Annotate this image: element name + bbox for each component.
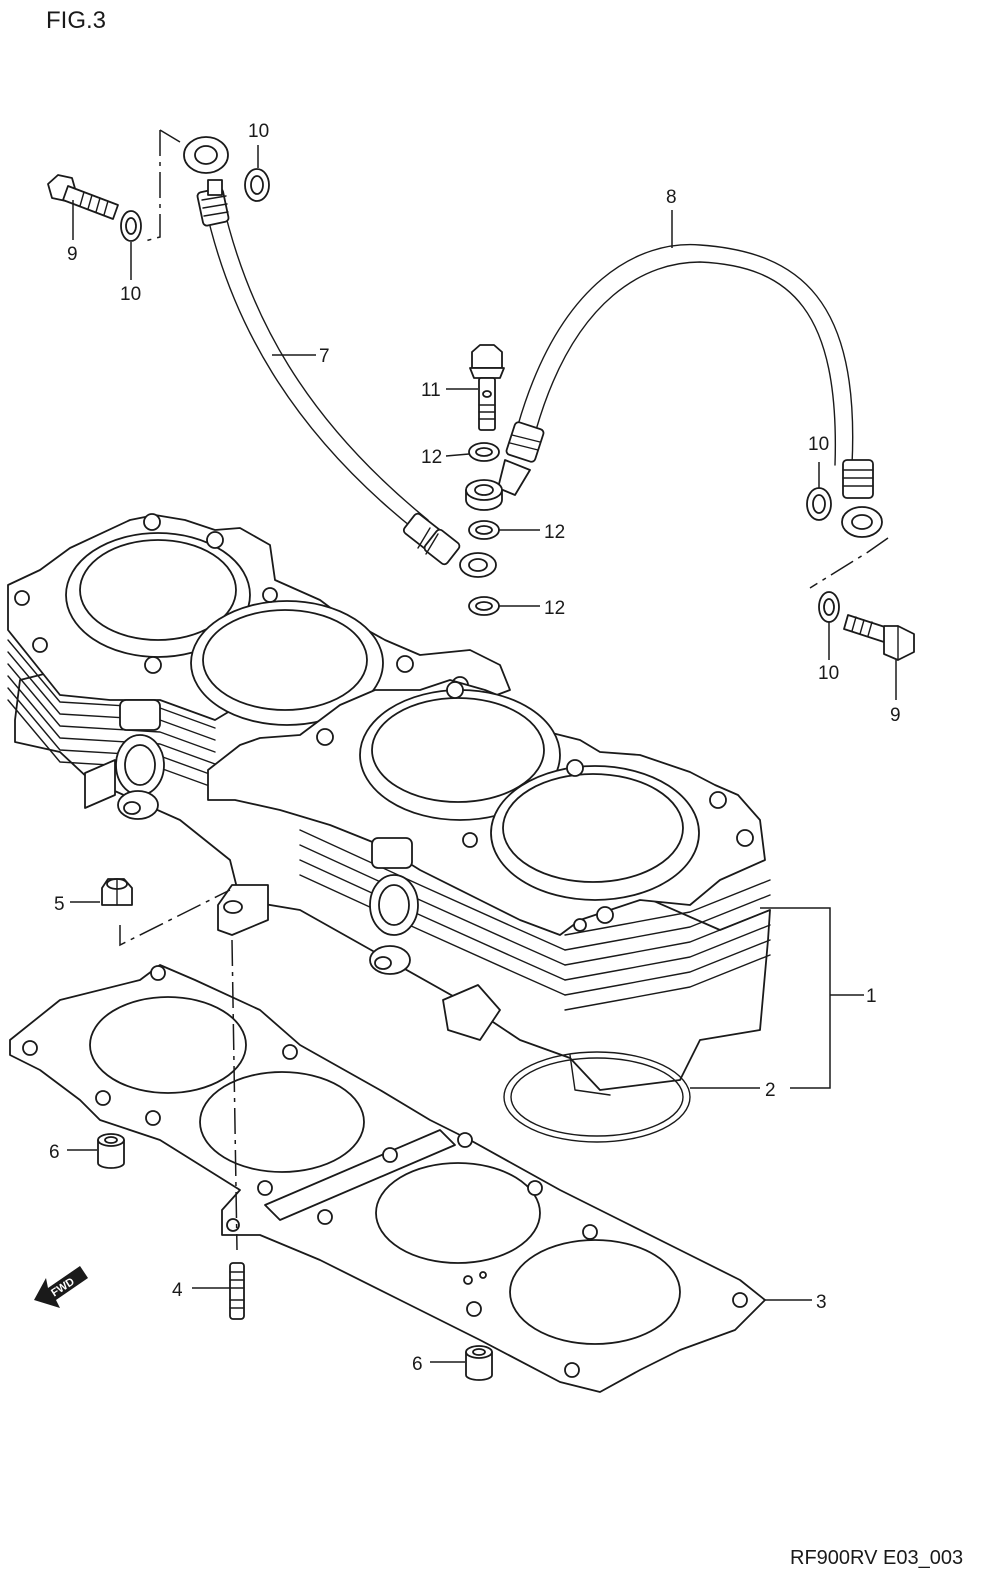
dowel-pin-6-upper — [97, 1133, 125, 1169]
callout-9-right: 9 — [890, 705, 901, 726]
callout-6-lower: 6 — [412, 1354, 423, 1375]
callout-6-upper: 6 — [49, 1142, 60, 1163]
forward-arrow-icon: FWD — [34, 1266, 88, 1308]
washer-10-lower-left — [120, 210, 142, 242]
leader-lines — [67, 145, 897, 1363]
o-ring-2 — [503, 1051, 691, 1143]
callout-12-top: 12 — [421, 447, 442, 468]
callout-9-left: 9 — [67, 244, 78, 265]
callout-12-bottom: 12 — [544, 598, 565, 619]
callout-4: 4 — [172, 1280, 183, 1301]
oil-hose-8 — [497, 243, 883, 538]
callout-2: 2 — [765, 1080, 776, 1101]
union-bolt-9-right — [843, 614, 915, 661]
union-bolt-9-left — [47, 174, 119, 220]
callout-10-upper-left: 10 — [248, 121, 269, 142]
union-bolt-11 — [469, 344, 505, 431]
callout-11: 11 — [421, 380, 441, 401]
washer-12-middle — [468, 520, 500, 540]
dowel-pin-6-lower — [465, 1345, 493, 1381]
nut-5 — [101, 878, 133, 906]
callout-10-upper-right: 10 — [808, 434, 829, 455]
diagram-code: RF900RV E03_003 — [790, 1547, 963, 1569]
figure-title: FIG.3 — [46, 7, 106, 34]
washer-10-upper-right — [806, 487, 832, 521]
callout-8: 8 — [666, 187, 677, 208]
stud-bolt-4 — [229, 1262, 245, 1320]
washer-12-bottom — [468, 596, 500, 616]
callout-5: 5 — [54, 894, 65, 915]
callout-3: 3 — [816, 1292, 827, 1313]
callout-12-middle: 12 — [544, 522, 565, 543]
callout-7: 7 — [319, 346, 330, 367]
fitting-spacer-upper — [465, 479, 503, 511]
callout-10-lower-right: 10 — [818, 663, 839, 684]
washer-12-top — [468, 442, 500, 462]
washer-10-upper-left — [244, 168, 270, 202]
oil-hose-7 — [183, 136, 497, 578]
callout-10-lower-left: 10 — [120, 284, 141, 305]
base-gasket-3 — [9, 964, 766, 1393]
washer-10-lower-right — [818, 591, 840, 623]
cylinder-block-1 — [7, 513, 771, 1096]
callout-1: 1 — [866, 986, 877, 1007]
